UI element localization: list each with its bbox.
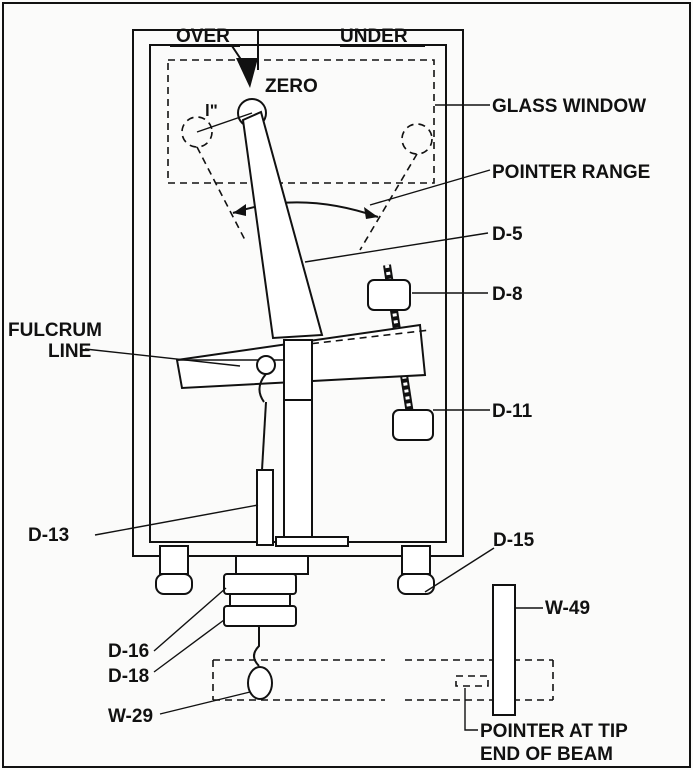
hook-eye-w29	[247, 666, 273, 700]
fulcrum-dash	[299, 329, 431, 346]
nut-d16	[223, 573, 297, 595]
washer	[229, 593, 291, 607]
one-inch-dimension	[196, 112, 253, 133]
range-line-right	[359, 153, 418, 251]
label-d8: D-8	[492, 284, 523, 305]
fulcrum-pin	[256, 355, 276, 375]
nut-d18	[223, 605, 297, 627]
label-d15: D-15	[493, 530, 535, 551]
pointer-tip-mark	[455, 675, 489, 687]
zero-arrow	[236, 58, 258, 88]
pointer-range-arc	[232, 201, 379, 218]
nut-d8	[367, 279, 411, 311]
label-pointer-tip-2: END OF BEAM	[480, 744, 613, 765]
label-d13: D-13	[28, 525, 69, 546]
pointer-right-limit	[401, 123, 433, 155]
bottom-hook	[253, 626, 260, 667]
range-line-left	[196, 146, 246, 241]
link-wire	[261, 401, 267, 471]
column-base	[275, 536, 349, 547]
label-d11: D-11	[492, 401, 533, 422]
label-w49: W-49	[545, 598, 590, 619]
range-arrow-right	[364, 207, 378, 219]
hook-link	[258, 373, 267, 403]
leader-pointer-range	[369, 169, 491, 206]
leader-fulcrum	[84, 348, 241, 367]
indicator-strip-w49	[492, 584, 516, 716]
label-under: UNDER	[340, 26, 408, 47]
over-arrow-shaft	[231, 45, 249, 71]
label-fulcrum: FULCRUM	[8, 320, 102, 341]
nut-d11	[392, 409, 434, 441]
range-arrow-left	[233, 204, 246, 216]
support-column	[283, 339, 313, 546]
foot-left-bottom	[155, 573, 193, 595]
rod-d13	[256, 469, 274, 546]
label-zero: ZERO	[265, 76, 318, 97]
label-inch: l"	[205, 101, 218, 120]
leader-w29	[159, 691, 251, 715]
label-pointer-tip-1: POINTER AT TIP	[480, 721, 628, 742]
label-glass-window: GLASS WINDOW	[492, 96, 646, 117]
pointer-left-limit	[181, 116, 213, 148]
foot-right-top	[401, 545, 431, 575]
label-over: OVER	[176, 26, 230, 47]
foot-right-bottom	[397, 573, 435, 595]
pointer-arm-d5	[241, 110, 324, 340]
foot-left-top	[159, 545, 189, 575]
label-d16: D-16	[108, 641, 149, 662]
stud	[235, 555, 309, 575]
label-d5: D-5	[492, 224, 523, 245]
leader-d18	[153, 619, 225, 673]
label-d18: D-18	[108, 666, 149, 687]
leader-d5	[304, 232, 489, 263]
label-pointer-range: POINTER RANGE	[492, 162, 650, 183]
leader-d16	[153, 587, 227, 652]
label-line: LINE	[48, 341, 91, 362]
glass-window	[167, 59, 435, 184]
label-w29: W-29	[108, 706, 153, 727]
leader-d13	[94, 504, 259, 536]
leader-d15	[424, 547, 495, 593]
leader-pointer-tip	[464, 688, 478, 731]
